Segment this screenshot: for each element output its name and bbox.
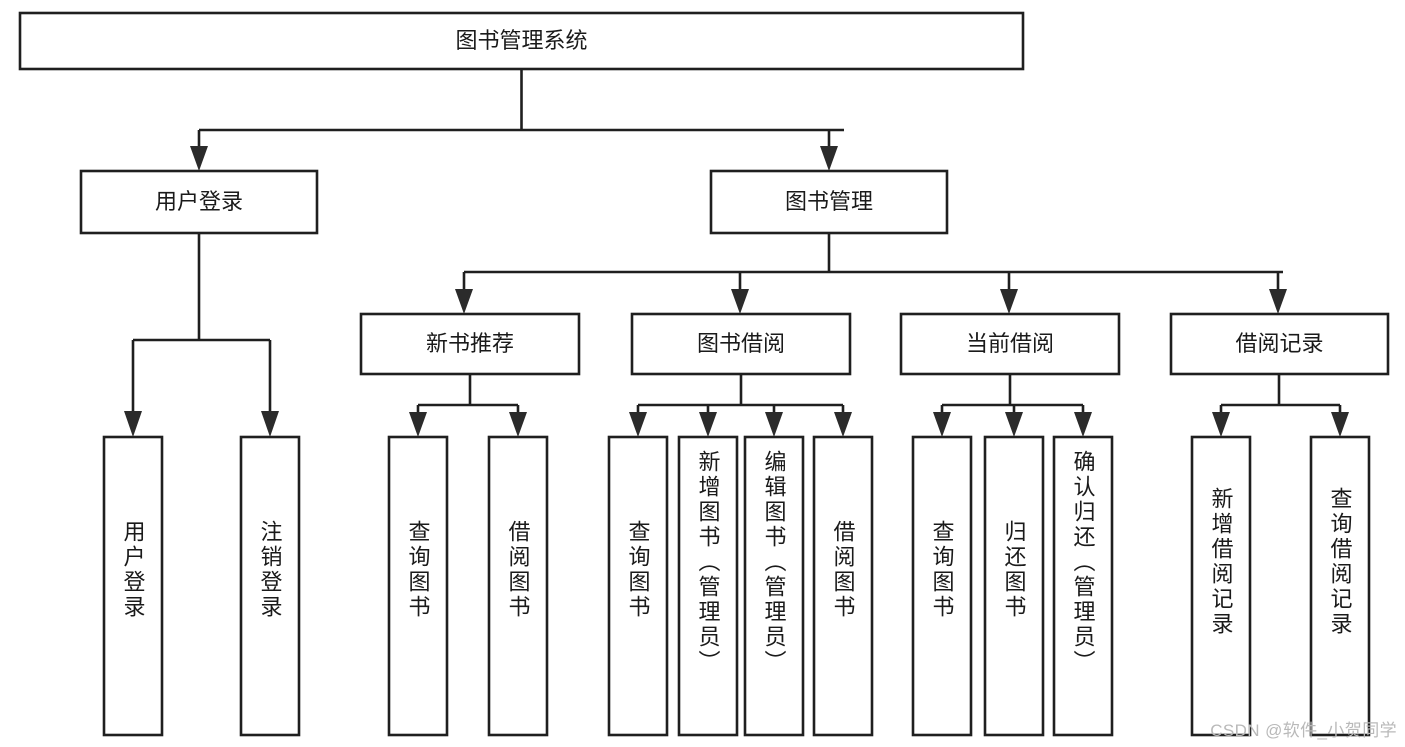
node-box[interactable] [812, 435, 874, 737]
arrow-head-icon [1269, 289, 1287, 314]
connector-new-book-to-leaves [409, 374, 527, 437]
connectors-layer [124, 69, 1349, 437]
node-label: 归还图书 [1002, 520, 1027, 620]
leaf-return-book[interactable]: 归还图书 [983, 435, 1045, 737]
node-box[interactable] [607, 435, 669, 737]
connector-current-borrow-to-leaves [933, 374, 1092, 437]
node-box[interactable] [18, 11, 1025, 71]
node-box[interactable] [899, 312, 1121, 376]
node-box[interactable] [487, 435, 549, 737]
node-label: 用户登录 [121, 520, 146, 620]
arrow-head-icon [834, 412, 852, 437]
node-book-management[interactable]: 图书管理 [709, 169, 949, 235]
node-label: 借阅图书 [831, 520, 856, 620]
node-label: 查询图书 [406, 520, 431, 620]
arrow-head-icon [190, 146, 208, 171]
arrow-head-icon [124, 411, 142, 437]
node-box[interactable] [911, 435, 973, 737]
node-box[interactable] [79, 169, 319, 235]
node-box[interactable] [983, 435, 1045, 737]
arrow-head-icon [1005, 412, 1023, 437]
node-current-borrow[interactable]: 当前借阅 [899, 312, 1121, 376]
node-label: 图书管理系统 [455, 28, 587, 53]
node-box[interactable] [743, 435, 805, 737]
connector-book-mgmt-to-level2 [455, 233, 1287, 314]
arrow-head-icon [1331, 412, 1349, 437]
node-box[interactable] [387, 435, 449, 737]
arrow-head-icon [629, 412, 647, 437]
node-label: 借阅记录 [1235, 331, 1323, 356]
arrow-head-icon [1212, 412, 1230, 437]
leaf-query-book-current[interactable]: 查询图书 [911, 435, 973, 737]
node-root-system[interactable]: 图书管理系统 [18, 11, 1025, 71]
node-box[interactable] [677, 435, 739, 737]
leaf-add-borrow-record[interactable]: 新增借阅记录 [1190, 435, 1252, 737]
node-label: 新书推荐 [426, 331, 514, 356]
arrow-head-icon [1074, 412, 1092, 437]
arrow-head-icon [820, 146, 838, 171]
node-borrow-record[interactable]: 借阅记录 [1169, 312, 1390, 376]
arrow-head-icon [731, 289, 749, 314]
arrow-head-icon [509, 412, 527, 437]
node-label: 新增借阅记录 [1209, 487, 1234, 637]
node-label: 用户登录 [155, 189, 243, 214]
leaf-query-book-borrow[interactable]: 查询图书 [607, 435, 669, 737]
leaf-query-book-recommend[interactable]: 查询图书 [387, 435, 449, 737]
arrow-head-icon [933, 412, 951, 437]
node-label: 借阅图书 [506, 520, 531, 620]
node-label: 确认归还（管理员） [1071, 450, 1096, 675]
connector-user-login-to-leaves [124, 233, 279, 437]
node-box[interactable] [239, 435, 301, 737]
node-label: 新增图书（管理员） [696, 450, 721, 675]
node-box[interactable] [709, 169, 949, 235]
leaf-confirm-return-admin[interactable]: 确认归还（管理员） [1052, 435, 1114, 737]
connector-borrow-to-leaves [629, 374, 852, 437]
leaf-logout[interactable]: 注销登录 [239, 435, 301, 737]
node-box[interactable] [1309, 435, 1371, 737]
arrow-head-icon [409, 412, 427, 437]
leaf-user-login[interactable]: 用户登录 [102, 435, 164, 737]
node-user-login[interactable]: 用户登录 [79, 169, 319, 235]
leaf-borrow-book-recommend[interactable]: 借阅图书 [487, 435, 549, 737]
arrow-head-icon [699, 412, 717, 437]
node-box[interactable] [630, 312, 852, 376]
node-box[interactable] [1052, 435, 1114, 737]
node-label: 注销登录 [258, 520, 283, 620]
connector-root-to-level1 [190, 69, 844, 171]
arrow-head-icon [455, 289, 473, 314]
arrow-head-icon [261, 411, 279, 437]
node-label: 查询图书 [626, 520, 651, 620]
node-label: 编辑图书（管理员） [762, 450, 787, 675]
node-new-book-recommend[interactable]: 新书推荐 [359, 312, 581, 376]
connector-borrow-record-to-leaves [1212, 374, 1349, 437]
node-label: 查询图书 [930, 520, 955, 620]
csdn-watermark: CSDN @软件_小贺同学 [1210, 721, 1397, 740]
arrow-head-icon [765, 412, 783, 437]
node-box[interactable] [102, 435, 164, 737]
leaf-add-book-admin[interactable]: 新增图书（管理员） [677, 435, 739, 737]
node-label: 图书管理 [785, 189, 873, 214]
arrow-head-icon [1000, 289, 1018, 314]
node-box[interactable] [1190, 435, 1252, 737]
node-label: 当前借阅 [966, 331, 1054, 356]
leaf-query-borrow-record[interactable]: 查询借阅记录 [1309, 435, 1371, 737]
node-box[interactable] [359, 312, 581, 376]
leaf-borrow-book[interactable]: 借阅图书 [812, 435, 874, 737]
node-label: 查询借阅记录 [1328, 487, 1353, 637]
node-box[interactable] [1169, 312, 1390, 376]
node-book-borrow[interactable]: 图书借阅 [630, 312, 852, 376]
leaf-edit-book-admin[interactable]: 编辑图书（管理员） [743, 435, 805, 737]
node-label: 图书借阅 [697, 331, 785, 356]
